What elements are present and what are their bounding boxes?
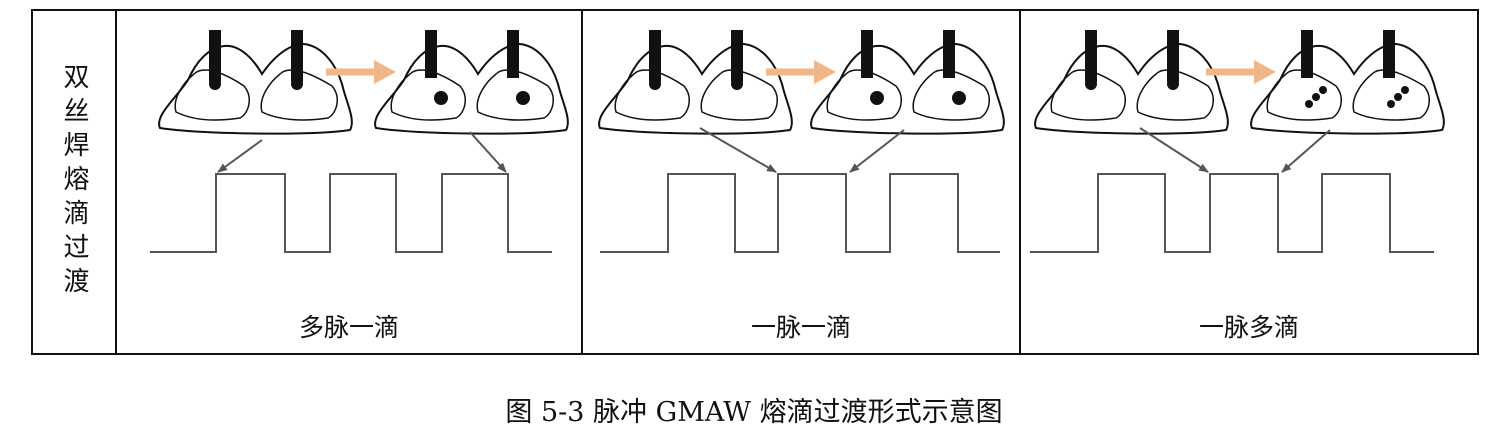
droplet — [870, 91, 884, 105]
row-label-text: 双丝焊熔滴过渡 — [59, 63, 89, 301]
electrode-wire — [1085, 30, 1097, 82]
electrode-wire — [861, 30, 873, 78]
droplet — [209, 78, 221, 90]
droplet — [1167, 78, 1179, 90]
panel-caption-one-pulse-multi-drop: 一脉多滴 — [1198, 313, 1299, 342]
weld-pool-outline — [598, 42, 793, 135]
electrode-wire — [425, 30, 437, 78]
orange-arrow-head — [814, 60, 836, 84]
pool-cell-left — [1050, 69, 1126, 121]
droplet — [1319, 86, 1327, 94]
electrode-wire — [291, 30, 303, 82]
pulse-waveform — [1030, 173, 1434, 253]
panel-caption-one-pulse-one-drop: 一脉一滴 — [750, 313, 851, 342]
droplet — [649, 78, 661, 90]
droplet — [731, 78, 743, 90]
weld-pool-outline — [374, 42, 569, 135]
pool-cell-left — [174, 69, 250, 121]
pointer-arrow — [849, 129, 905, 173]
pool-cell-right — [700, 69, 778, 121]
panel-caption-multi-pulse-one-drop: 多脉一滴 — [298, 313, 399, 342]
pointer-arrow — [1139, 127, 1209, 173]
pulse-waveform — [150, 173, 552, 253]
pulse-waveform — [600, 173, 1000, 253]
electrode-wire — [649, 30, 661, 82]
droplet — [516, 91, 530, 105]
row-label: 双丝焊熔滴过渡 — [32, 10, 116, 354]
electrode-wire — [507, 30, 519, 78]
pool-cell-right — [1352, 69, 1430, 121]
electrode-wire — [1167, 30, 1179, 82]
electrode-wire — [943, 30, 955, 78]
pool-cell-right — [260, 69, 338, 121]
electrode-wire — [731, 30, 743, 82]
droplet — [434, 91, 448, 105]
electrode-wire — [1383, 30, 1395, 78]
droplet — [1387, 100, 1395, 108]
droplet — [1305, 100, 1313, 108]
pointer-arrow — [217, 139, 263, 173]
pool-cell-left — [1266, 69, 1342, 121]
droplet — [1401, 86, 1409, 94]
weld-pool-outline — [1034, 42, 1229, 135]
pool-cell-left — [614, 69, 690, 121]
weld-pool-outline — [158, 42, 353, 135]
droplet — [1312, 93, 1320, 101]
droplet — [291, 78, 303, 90]
pool-cell-left — [826, 69, 902, 121]
droplet — [1394, 93, 1402, 101]
weld-pool-outline — [810, 42, 1005, 135]
pointer-arrow — [469, 131, 507, 173]
orange-arrow-head — [1254, 60, 1276, 84]
table-frame — [31, 9, 1479, 355]
droplet — [952, 91, 966, 105]
weld-pool-outline — [1250, 42, 1445, 135]
droplet — [1085, 78, 1097, 90]
electrode-wire — [209, 30, 221, 82]
figure-caption: 图 5-3 脉冲 GMAW 熔滴过渡形式示意图 — [505, 397, 1003, 428]
electrode-wire — [1301, 30, 1313, 78]
pool-cell-right — [912, 69, 990, 121]
pool-cell-right — [1136, 69, 1214, 121]
orange-arrow-head — [374, 60, 396, 84]
pool-cell-right — [476, 69, 554, 121]
pointer-arrow — [699, 127, 777, 173]
pointer-arrow — [1281, 129, 1331, 173]
pool-cell-left — [390, 69, 466, 121]
